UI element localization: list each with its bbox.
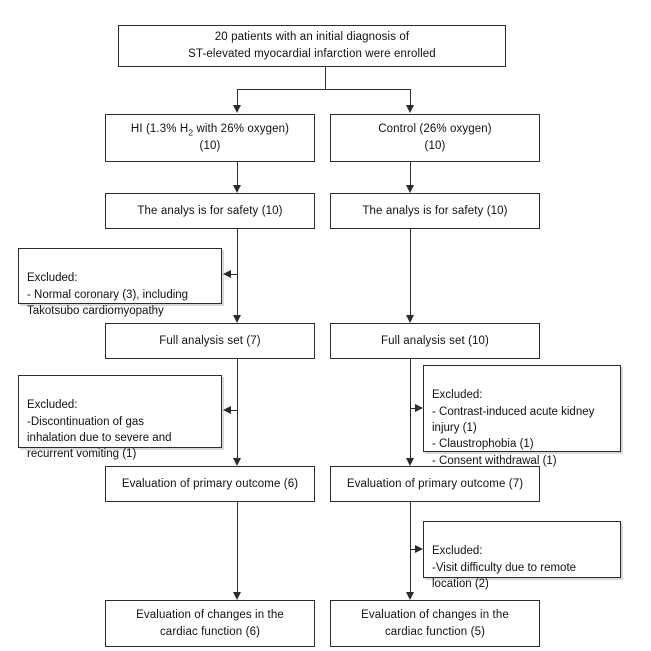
node-cardiac-right: Evaluation of changes in the cardiac fun… — [330, 600, 540, 647]
arrow-primary-left-to-cardiac — [233, 592, 241, 600]
arm-hi-suffix: with 26% oxygen) — [193, 122, 290, 135]
connector-safety-right-trunk — [410, 229, 411, 317]
connector-split-right-leg — [410, 89, 411, 106]
node-safety-left: The analys is for safety (10) — [105, 193, 315, 229]
exclusion-right-primary: Excluded: -Visit difficulty due to remot… — [423, 521, 621, 590]
cardiac-left-line-1: Evaluation of changes in the — [136, 608, 284, 621]
arrow-primary-right-to-cardiac — [406, 592, 414, 600]
cardiac-right-line-1: Evaluation of changes in the — [361, 608, 509, 621]
connector-exclusion-right-fas — [411, 408, 417, 409]
arrow-to-arm-hi — [233, 105, 241, 113]
node-cardiac-left: Evaluation of changes in the cardiac fun… — [105, 600, 315, 647]
node-primary-right: Evaluation of primary outcome (7) — [330, 466, 540, 502]
arm-control-line-1: Control (26% oxygen) — [378, 123, 492, 136]
cardiac-left-line-2: cardiac function (6) — [159, 625, 261, 638]
safety-left-label: The analys is for safety (10) — [137, 204, 283, 217]
connector-primary-right-trunk — [410, 502, 411, 594]
connector-hi-to-safety — [237, 162, 238, 186]
arrow-exclusion-right-primary — [415, 545, 423, 553]
connector-control-to-safety — [410, 162, 411, 186]
primary-right-label: Evaluation of primary outcome (7) — [346, 477, 524, 490]
exclusion-right-fas: Excluded: - Contrast-induced acute kidne… — [423, 365, 621, 467]
node-safety-right: The analys is for safety (10) — [330, 193, 540, 229]
connector-enrollment-trunk — [325, 67, 326, 90]
arrow-exclusion-right-fas — [415, 404, 423, 412]
connector-exclusion-left-fas — [231, 410, 238, 411]
arrow-safety-left-to-fas — [233, 315, 241, 323]
arrow-safety-right-to-fas — [406, 315, 414, 323]
fas-left-label: Full analysis set (7) — [159, 334, 261, 347]
node-fas-right: Full analysis set (10) — [330, 323, 540, 359]
exclusion-left-fas-text: Excluded: -Discontinuation of gas inhala… — [27, 399, 172, 461]
arm-hi-prefix: HI (1.3% H — [130, 122, 189, 135]
arrow-exclusion-left-safety — [223, 270, 231, 278]
enrollment-line-1: 20 patients with an initial diagnosis of — [214, 31, 410, 44]
node-arm-control: Control (26% oxygen) (10) — [330, 114, 540, 162]
connector-fas-right-trunk — [410, 359, 411, 460]
primary-left-label: Evaluation of primary outcome (6) — [121, 477, 299, 490]
node-arm-hi: HI (1.3% H2 with 26% oxygen) (10) — [105, 114, 315, 162]
connector-exclusion-left-safety — [231, 274, 238, 275]
arrow-to-arm-control — [406, 105, 414, 113]
arrow-hi-to-safety — [233, 185, 241, 193]
exclusion-left-fas: Excluded: -Discontinuation of gas inhala… — [18, 375, 222, 460]
arrow-fas-left-to-primary — [233, 458, 241, 466]
arm-control-line-2: (10) — [424, 140, 446, 152]
exclusion-left-safety-text: Excluded: - Normal coronary (3), includi… — [27, 272, 189, 317]
node-enrollment: 20 patients with an initial diagnosis of… — [118, 25, 506, 67]
connector-exclusion-right-primary — [411, 549, 417, 550]
exclusion-right-primary-text: Excluded: -Visit difficulty due to remot… — [432, 545, 577, 590]
connector-fas-left-trunk — [237, 359, 238, 460]
exclusion-left-safety: Excluded: - Normal coronary (3), includi… — [18, 248, 222, 317]
connector-primary-left-trunk — [237, 502, 238, 594]
node-primary-left: Evaluation of primary outcome (6) — [105, 466, 315, 502]
enrollment-line-2: ST-elevated myocardial infarction were e… — [188, 48, 436, 60]
fas-right-label: Full analysis set (10) — [381, 334, 489, 347]
connector-split-bar — [237, 89, 411, 90]
arm-hi-subscript: 2 — [188, 127, 194, 138]
connector-split-left-leg — [237, 89, 238, 106]
safety-right-label: The analys is for safety (10) — [362, 204, 508, 217]
cardiac-right-line-2: cardiac function (5) — [384, 625, 486, 638]
arrow-exclusion-left-fas — [223, 406, 231, 414]
node-fas-left: Full analysis set (7) — [105, 323, 315, 359]
arrow-control-to-safety — [406, 185, 414, 193]
arm-hi-count: (10) — [199, 140, 221, 153]
arrow-fas-right-to-primary — [406, 458, 414, 466]
exclusion-right-fas-text: Excluded: - Contrast-induced acute kidne… — [432, 389, 595, 467]
connector-safety-left-trunk — [237, 229, 238, 317]
